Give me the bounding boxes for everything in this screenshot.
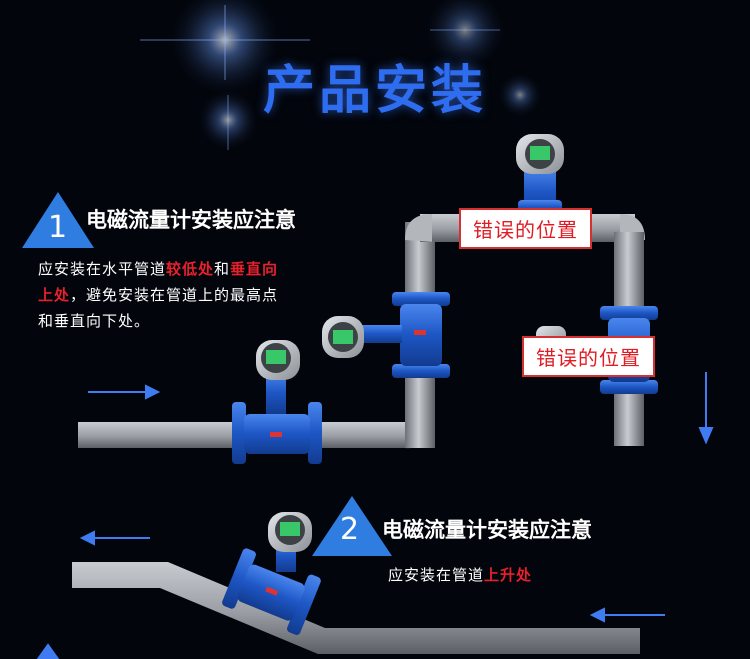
flow-arrows	[36, 372, 714, 659]
step-2-triangle	[312, 496, 392, 556]
note-1-line-1: 应安装在水平管道较低处和垂直向	[38, 260, 279, 278]
note-2-heading: 电磁流量计安装应注意	[382, 518, 592, 542]
note-1-body: 应安装在水平管道较低处和垂直向 上处，避免安装在管道上的最高点 和垂直向下处。	[38, 256, 378, 334]
page-title: 产品安装	[262, 61, 487, 121]
note-1-line-3: 和垂直向下处。	[38, 312, 151, 330]
step-1-number: 1	[48, 210, 68, 245]
note-2-body: 应安装在管道上升处	[388, 566, 533, 584]
flowmeter-sloped-head	[268, 512, 312, 572]
note-1-line-2: 上处，避免安装在管道上的最高点	[38, 286, 279, 304]
flowmeter-horizontal	[232, 340, 322, 464]
flowmeter-vertical-left	[322, 292, 450, 378]
step-1-triangle	[22, 192, 94, 248]
note-1-heading: 电磁流量计安装应注意	[86, 208, 296, 232]
pipe-system-2	[72, 562, 640, 654]
sparkle-decoration	[140, 0, 542, 150]
flowmeter-sloped	[222, 548, 321, 635]
wrong-position-label-1: 错误的位置	[459, 208, 592, 249]
wrong-position-label-2: 错误的位置	[522, 336, 655, 377]
step-2-number: 2	[340, 512, 360, 547]
flowmeter-top-wrong	[516, 134, 564, 216]
